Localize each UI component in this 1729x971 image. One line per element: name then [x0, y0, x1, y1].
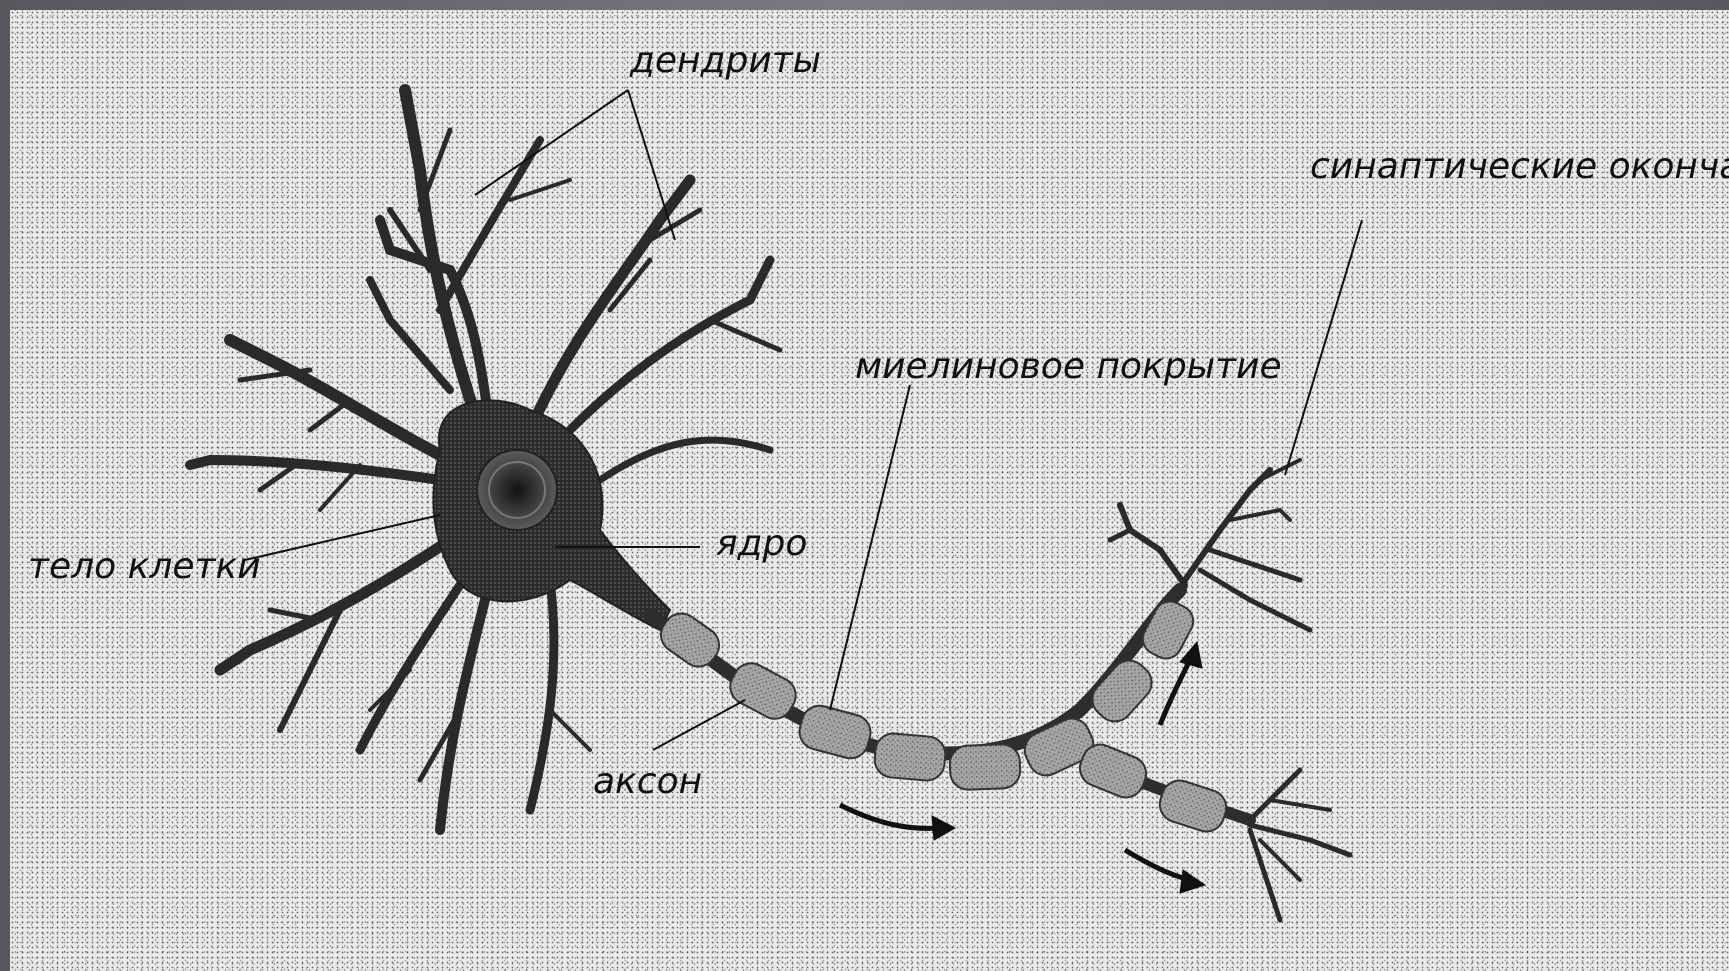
arrow-icon: [840, 805, 940, 828]
label-dendrites: дендриты: [629, 40, 821, 81]
arrow-icon: [1125, 850, 1190, 880]
arrow-head-icon: [932, 816, 955, 840]
myelin-sheath: [654, 596, 1231, 836]
label-myelin: миелиновое покрытие: [855, 346, 1282, 387]
label-cell-body: тело клетки: [28, 546, 261, 587]
diagram-canvas: дендриты синаптические окончания миелино…: [10, 10, 1729, 971]
synaptic-endings-upper: [1110, 460, 1310, 630]
neuron-diagram: дендриты синаптические окончания миелино…: [10, 10, 1729, 971]
label-nucleus: ядро: [716, 523, 807, 564]
arrow-head-icon: [1180, 870, 1205, 893]
label-synaptic-endings: синаптические окончания: [1310, 146, 1729, 187]
arrow-icon: [1160, 660, 1190, 725]
synaptic-endings-lower: [1250, 770, 1350, 920]
label-axon: аксон: [593, 761, 702, 802]
